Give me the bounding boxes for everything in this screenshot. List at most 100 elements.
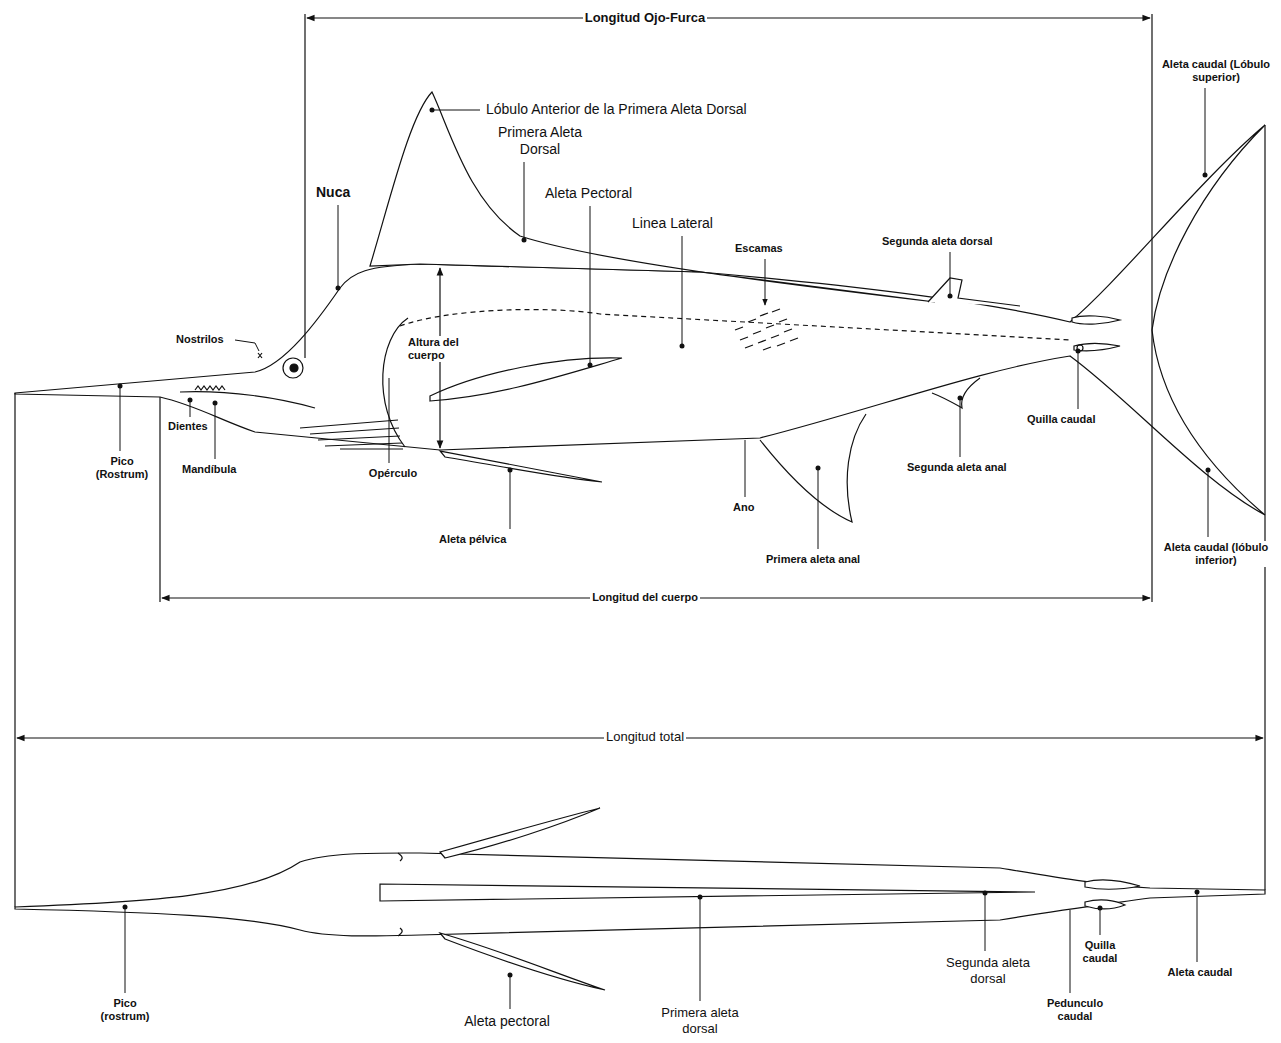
part-label: Linea Lateral (630, 215, 715, 232)
part-label: Escamas (733, 242, 785, 255)
part-label: Segunda aleta dorsal (937, 955, 1039, 986)
leader-dot (336, 286, 341, 291)
gill-rays (300, 420, 403, 449)
dimension-extension (1264, 125, 1265, 890)
leader-dot (958, 396, 963, 401)
leader-line (510, 975, 511, 1009)
dimension-line (307, 17, 1150, 18)
dimension-label: Longitud total (604, 729, 686, 745)
leader-dot (680, 344, 685, 349)
fish-body-side (15, 125, 1265, 515)
leader-dot (1098, 906, 1103, 911)
pupil (290, 364, 298, 372)
nostril (258, 353, 262, 358)
mouth-line (180, 392, 315, 408)
dimension-extension (14, 393, 15, 907)
leader-dot (508, 973, 513, 978)
leader-line (1205, 88, 1206, 175)
leader-line (1070, 910, 1071, 993)
first-anal-fin (760, 414, 866, 522)
leader-line (235, 340, 259, 351)
leader-line (960, 398, 961, 457)
leader-dot (188, 398, 193, 403)
leader-line (818, 468, 819, 549)
first-dorsal-fin (370, 92, 935, 302)
leader-dot (816, 466, 821, 471)
part-label: Ano (731, 501, 756, 514)
leader-dot (948, 294, 953, 299)
dorsal-fin-top (380, 884, 1035, 901)
part-label: Pedunculo caudal (1040, 997, 1110, 1023)
leader-line (389, 378, 390, 463)
dimension-extension (1151, 14, 1152, 602)
part-label: Dientes (166, 420, 210, 433)
part-label: Pico (rostrum) (91, 997, 159, 1023)
caudal-keel (1072, 316, 1120, 351)
dimension-label: Altura del cuerpo (406, 336, 478, 362)
part-label: Quilla caudal (1025, 413, 1097, 426)
leader-line (682, 236, 683, 346)
leader-line (985, 893, 986, 951)
leader-dot (1206, 468, 1211, 473)
part-label: Nuca (314, 184, 352, 201)
leader-dot (522, 238, 527, 243)
leader-line (1197, 892, 1198, 962)
leader-line (765, 259, 766, 305)
leader-dot (983, 891, 988, 896)
fish-body-top (15, 853, 1265, 936)
part-label: Quilla caudal (1073, 939, 1127, 965)
lateral-line (400, 310, 1070, 340)
leader-dot (430, 108, 435, 113)
part-label: Mandíbula (180, 463, 238, 476)
part-label: Primera aleta dorsal (651, 1005, 749, 1036)
leader-line (524, 162, 525, 240)
part-label: Segunda aleta anal (905, 461, 1009, 474)
leader-line (700, 897, 701, 1001)
leader-dot (1076, 349, 1081, 354)
leader-line (120, 386, 121, 451)
part-label: Aleta pectoral (462, 1013, 552, 1030)
leader-line (745, 440, 746, 497)
leader-line (1100, 908, 1101, 935)
dimension-extension (159, 397, 160, 602)
leader-line (1208, 470, 1209, 537)
dimension-label: Longitud del cuerpo (590, 591, 700, 604)
leader-line (950, 252, 951, 296)
part-label: Aleta caudal (lóbulo inferior) (1157, 541, 1275, 567)
leader-dot (588, 363, 593, 368)
dimension-extension (304, 14, 305, 358)
caudal-keel-top (1085, 880, 1140, 909)
leader-line (510, 470, 511, 529)
pectoral-fin (430, 358, 622, 401)
leader-line (338, 205, 339, 288)
leader-dot (213, 401, 218, 406)
leader-dot (123, 905, 128, 910)
teeth (195, 386, 225, 390)
leader-dot (1195, 890, 1200, 895)
part-label: Opérculo (367, 467, 419, 480)
part-label: Aleta caudal (Lóbulo superior) (1158, 58, 1274, 84)
leader-line (590, 206, 591, 365)
leader-line (125, 907, 126, 993)
part-label: Nostrilos (174, 333, 226, 346)
scales (735, 309, 798, 350)
part-label: Aleta pélvica (437, 533, 508, 546)
part-label: Primera aleta anal (764, 553, 862, 566)
leader-dot (118, 384, 123, 389)
leader-dot (508, 468, 513, 473)
leader-line (432, 110, 480, 111)
part-label: Primera Aleta Dorsal (486, 124, 594, 158)
leader-line (215, 403, 216, 459)
part-label: Lóbulo Anterior de la Primera Aleta Dors… (484, 101, 749, 118)
leader-dot (1203, 173, 1208, 178)
part-label: Aleta Pectoral (543, 185, 634, 202)
part-label: Segunda aleta dorsal (880, 235, 995, 248)
pelvic-fin (440, 451, 602, 482)
leader-line (1078, 351, 1079, 409)
part-label: Pico (Rostrum) (88, 455, 156, 481)
leader-dot (698, 895, 703, 900)
second-anal-fin (932, 378, 980, 408)
